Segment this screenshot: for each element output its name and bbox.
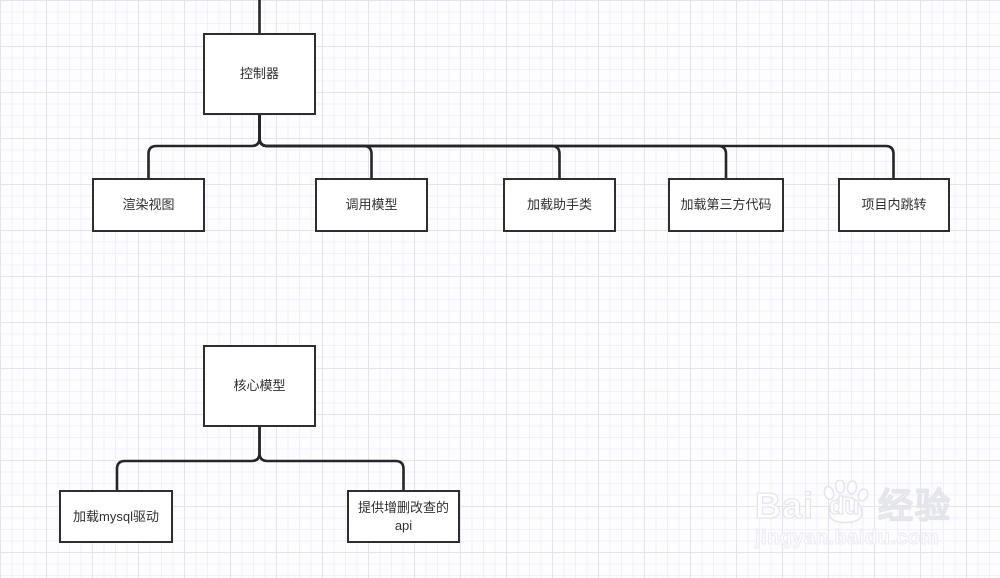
node-crud-api[interactable]: 提供增删改查的api <box>347 490 460 543</box>
node-label: 加载助手类 <box>526 197 592 213</box>
node-project-jump[interactable]: 项目内跳转 <box>838 178 950 232</box>
baidu-jingyan-watermark: Bai du 经验 jingyan.baidu.com <box>754 480 952 550</box>
edge-controller-renderview <box>147 113 261 180</box>
node-load-helper[interactable]: 加载助手类 <box>503 178 616 232</box>
node-label: 加载第三方代码 <box>680 197 772 213</box>
watermark-bai-text: Bai <box>754 485 814 526</box>
edge-controller-thirdparty <box>258 113 728 180</box>
watermark-url: jingyan.baidu.com <box>754 527 940 550</box>
node-load-thirdparty[interactable]: 加载第三方代码 <box>668 178 784 232</box>
edge-controller-loadhelper <box>258 113 561 180</box>
node-label: 加载mysql驱动 <box>73 508 159 524</box>
node-label: 项目内跳转 <box>861 197 927 213</box>
node-render-view[interactable]: 渲染视图 <box>92 178 205 232</box>
node-call-model[interactable]: 调用模型 <box>315 178 428 232</box>
edge-coremodel-mysqldriver <box>115 425 261 492</box>
node-label: 控制器 <box>239 66 279 82</box>
watermark-du-text: du <box>828 492 860 520</box>
edge-coremodel-crudapi <box>258 425 405 492</box>
node-label: 提供增删改查的api <box>357 499 449 533</box>
baidu-paw-icon: du <box>818 480 872 524</box>
watermark-brand: Bai du 经验 <box>754 480 952 526</box>
edge-controller-callmodel <box>258 113 373 180</box>
node-load-mysql-driver[interactable]: 加载mysql驱动 <box>59 490 173 543</box>
node-label: 调用模型 <box>345 197 398 213</box>
watermark-jingyan-text: 经验 <box>877 487 952 526</box>
node-label: 渲染视图 <box>122 197 175 213</box>
edge-controller-projectjump <box>258 113 895 180</box>
node-core-model[interactable]: 核心模型 <box>203 345 316 427</box>
node-controller[interactable]: 控制器 <box>203 33 316 115</box>
node-label: 核心模型 <box>233 378 286 394</box>
